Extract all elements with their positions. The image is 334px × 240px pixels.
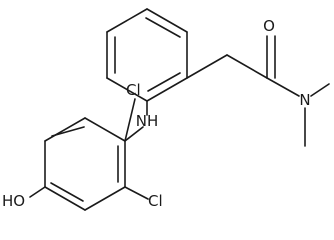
bond	[310, 83, 330, 97]
bond	[124, 98, 136, 142]
bond	[106, 77, 148, 102]
bond	[146, 8, 188, 33]
atom-label-nh: NH	[136, 112, 159, 130]
bond	[124, 186, 149, 200]
atom-label-cl-top: Cl	[126, 81, 141, 99]
bond	[266, 77, 300, 97]
bond	[106, 8, 148, 33]
acetamide-chain	[186, 35, 330, 147]
atom-label-n: N	[299, 91, 310, 109]
bond	[44, 117, 86, 142]
benzene-ring-upper	[106, 8, 188, 102]
bond	[186, 54, 228, 79]
chemical-structure: Cl NH O N HO Cl	[2, 8, 330, 211]
double-bond-inner	[50, 182, 84, 202]
benzene-ring-lower	[44, 117, 126, 211]
bond	[146, 77, 188, 102]
bond	[124, 126, 144, 142]
atom-label-o: O	[263, 17, 275, 35]
double-bond-inner	[147, 72, 181, 92]
bond	[44, 186, 86, 211]
bond	[29, 186, 46, 198]
bond	[226, 54, 268, 79]
amine-linker	[124, 100, 148, 142]
atom-label-cl-bottom: Cl	[148, 192, 163, 210]
double-bond-inner	[51, 126, 85, 137]
atom-label-ho: HO	[2, 192, 25, 210]
bond	[84, 117, 126, 142]
bond	[84, 186, 126, 211]
substituents	[29, 98, 149, 200]
double-bond-inner	[145, 17, 181, 38]
